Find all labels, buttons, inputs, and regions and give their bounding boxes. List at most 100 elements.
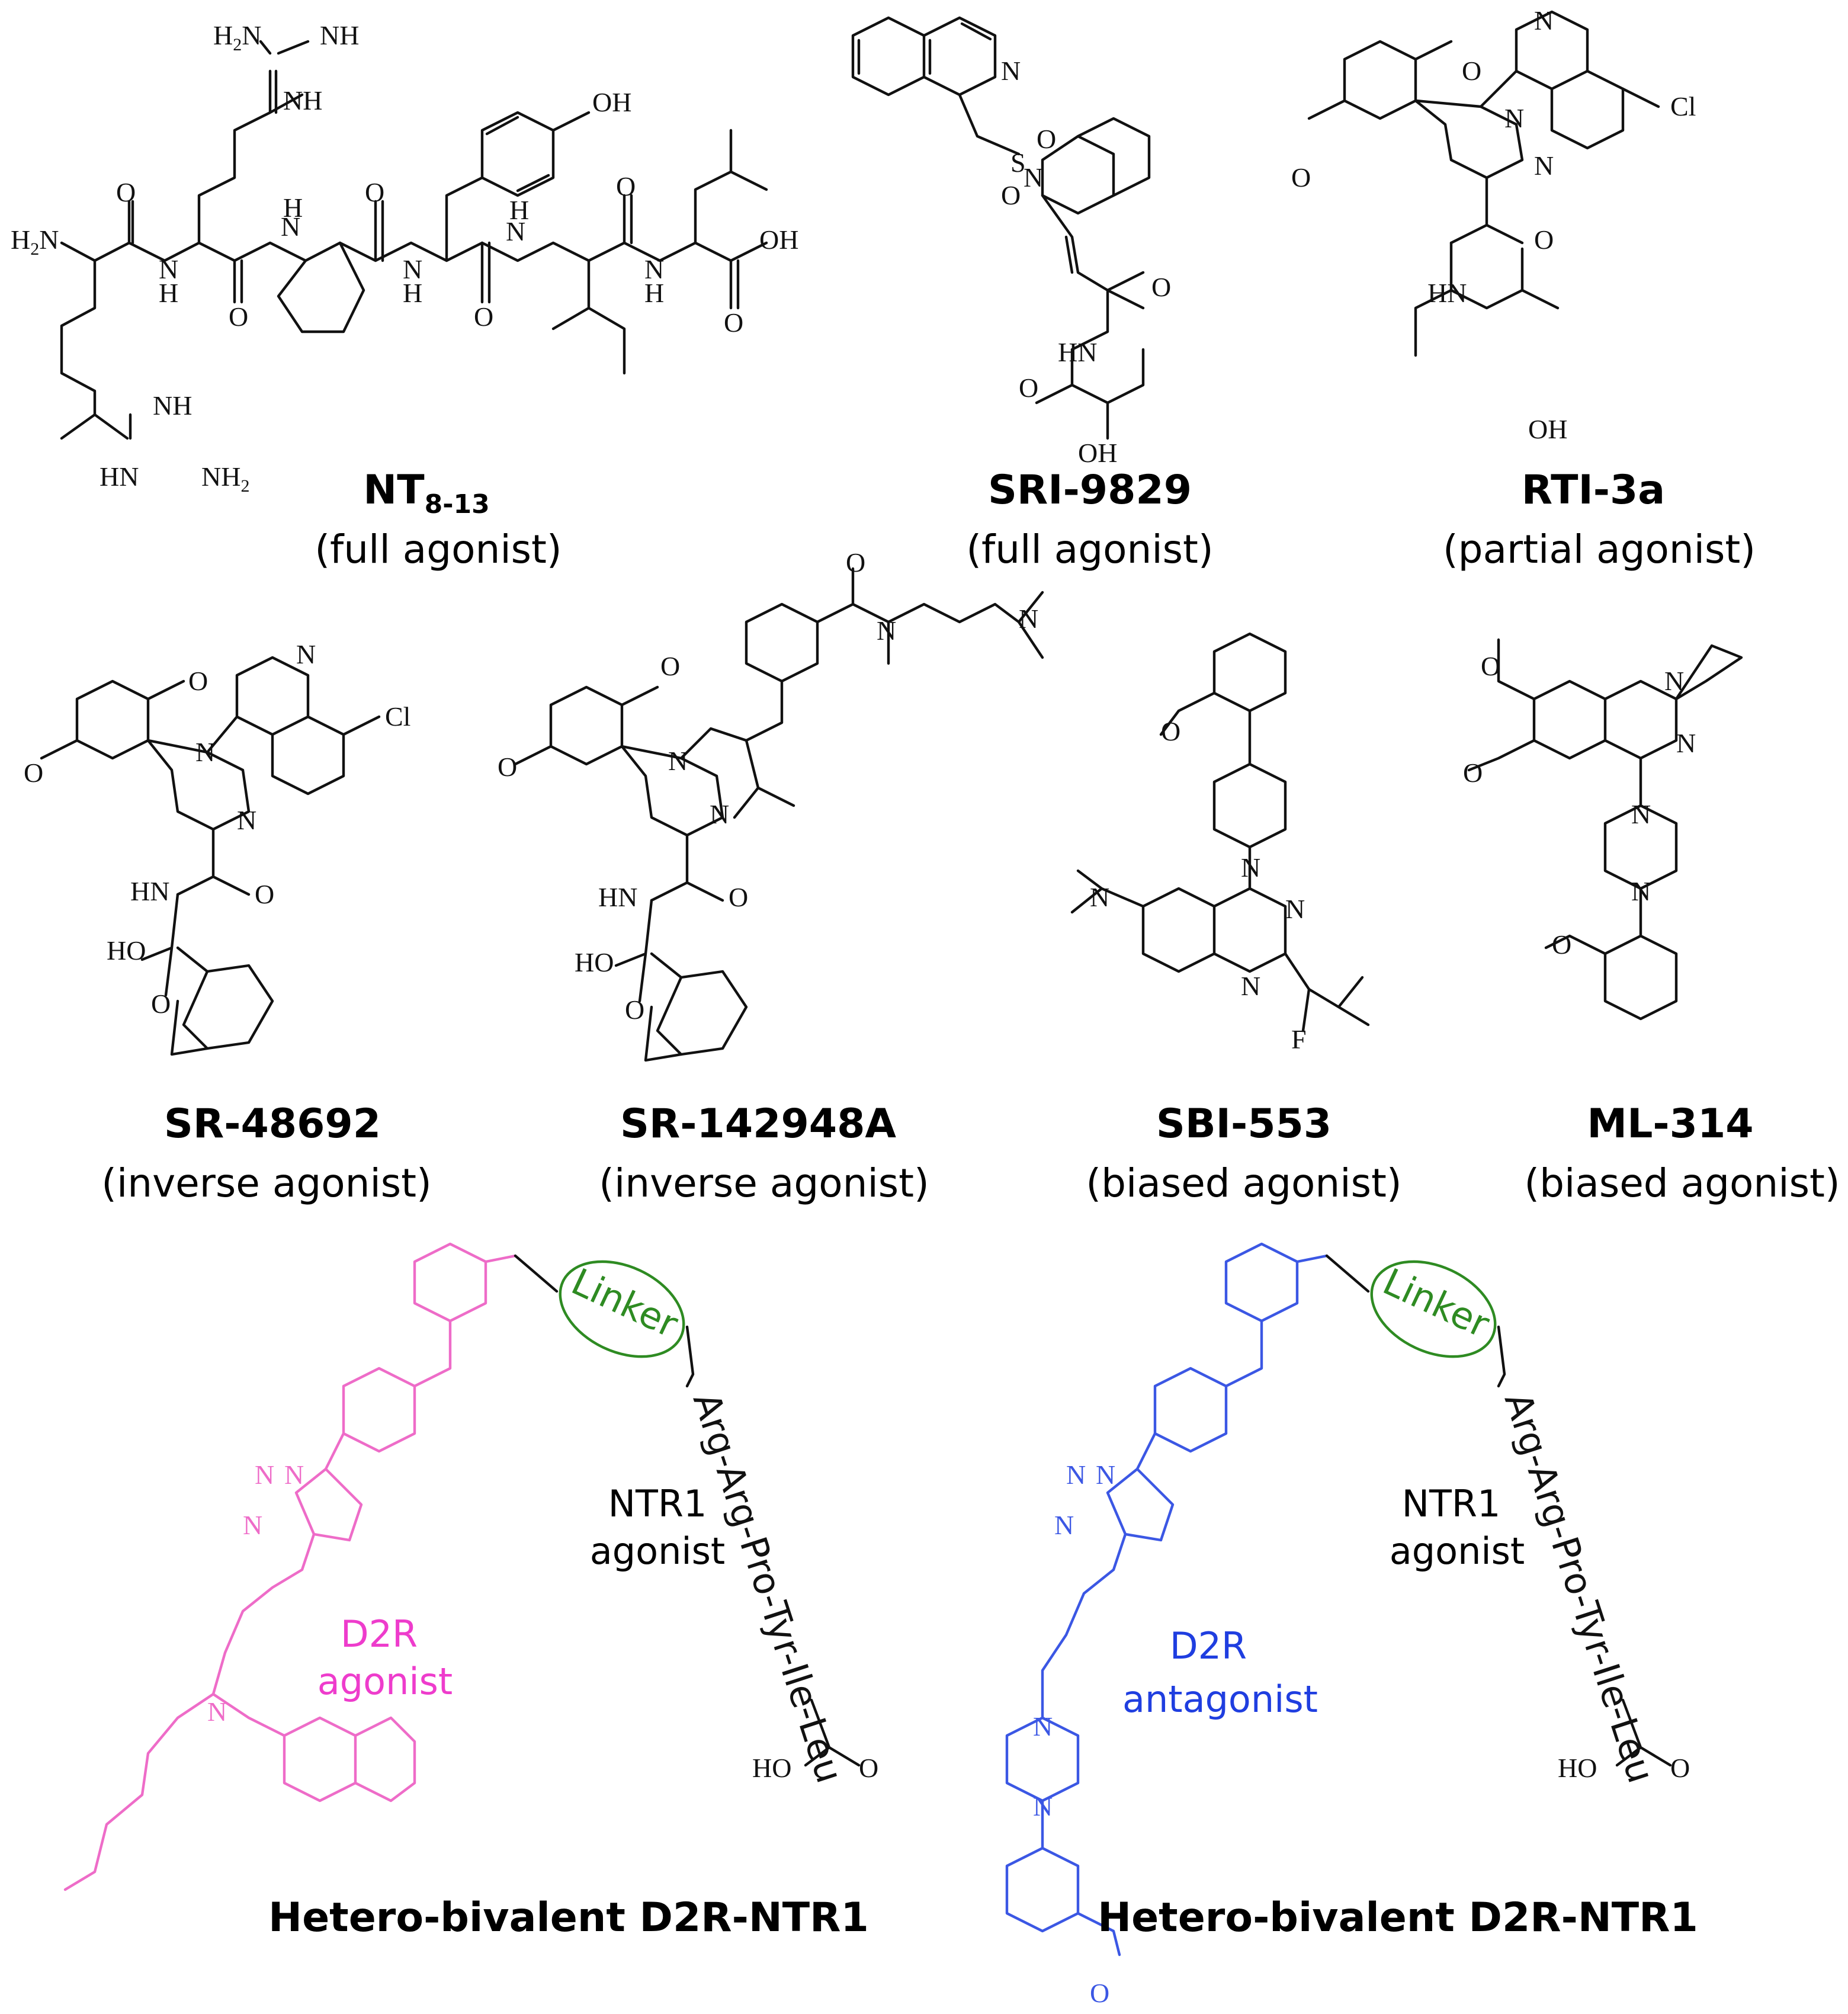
svg-text:O: O	[846, 547, 865, 578]
svg-text:Cl: Cl	[1670, 91, 1696, 121]
bivalent-title: Hetero-bivalent D2R-NTR1	[268, 1894, 869, 1941]
linker-ellipse-2: Linker	[1370, 1260, 1497, 1358]
peptide-sequence: Arg-Arg-Pro-Tyr-Ile-Leu	[685, 1387, 852, 1788]
svg-text:N: N	[1676, 728, 1696, 758]
svg-text:O: O	[1161, 716, 1180, 746]
svg-text:H: H	[509, 195, 529, 225]
ntr1-label: NTR1	[608, 1482, 707, 1525]
structure-sr-142948a: O N N N N O O O HN HO O	[498, 547, 1044, 1062]
svg-text:H: H	[644, 278, 664, 308]
svg-text:N: N	[207, 1696, 227, 1727]
svg-text:N: N	[644, 254, 664, 284]
svg-text:O: O	[1151, 272, 1171, 302]
svg-text:OH: OH	[759, 225, 798, 255]
svg-text:N: N	[1664, 666, 1684, 696]
svg-text:O: O	[365, 177, 384, 207]
svg-text:N: N	[1534, 5, 1554, 36]
acid-o: O	[859, 1753, 878, 1783]
svg-text:H: H	[283, 193, 303, 223]
svg-text:O: O	[724, 307, 743, 338]
svg-text:NH: NH	[283, 85, 322, 116]
svg-text:N: N	[506, 216, 525, 246]
svg-text:N: N	[1024, 162, 1043, 193]
compound-role: (full agonist)	[966, 527, 1213, 572]
svg-text:H2N: H2N	[213, 20, 261, 54]
svg-text:N: N	[403, 254, 422, 284]
svg-text:NH: NH	[153, 390, 192, 421]
acid-ho: HO	[1558, 1753, 1597, 1783]
structure-nt-8-13: H2N O N H O N H O N H O OH N H O N H OH …	[11, 20, 798, 496]
svg-text:N: N	[1241, 971, 1260, 1001]
compound-role: (inverse agonist)	[599, 1160, 929, 1206]
compound-role: (full agonist)	[315, 527, 562, 572]
svg-text:O: O	[498, 752, 517, 782]
svg-text:S: S	[1010, 147, 1026, 178]
compound-role: (inverse agonist)	[101, 1160, 432, 1206]
svg-text:N: N	[1033, 1791, 1053, 1821]
svg-text:HN: HN	[598, 882, 637, 912]
svg-text:N: N	[281, 211, 300, 242]
acid-ho: HO	[752, 1753, 791, 1783]
compound-name: NT8-13	[363, 467, 489, 519]
svg-text:O: O	[1552, 929, 1571, 960]
svg-text:N: N	[1504, 103, 1524, 133]
svg-text:N: N	[877, 615, 896, 646]
svg-text:HN: HN	[100, 461, 139, 492]
compound-name: SR-48692	[164, 1101, 381, 1147]
svg-text:O: O	[1462, 56, 1481, 86]
svg-text:O: O	[255, 879, 274, 909]
d2r-sub-label: agonist	[317, 1660, 453, 1703]
svg-text:O: O	[660, 651, 680, 681]
svg-text:O: O	[1019, 373, 1038, 403]
svg-text:HN: HN	[1058, 337, 1097, 367]
svg-text:HN: HN	[130, 876, 169, 906]
compound-name: ML-314	[1587, 1101, 1753, 1147]
ntr1-sub-label: agonist	[590, 1529, 725, 1573]
svg-text:O: O	[1001, 180, 1021, 210]
svg-text:OH: OH	[1528, 414, 1567, 444]
svg-text:O: O	[116, 177, 136, 207]
svg-text:Cl: Cl	[385, 701, 410, 732]
svg-text:N: N	[1090, 882, 1109, 912]
svg-text:O: O	[474, 302, 493, 332]
d2r-label: D2R	[341, 1612, 418, 1656]
svg-text:N: N	[296, 639, 316, 669]
structure-sr-48692: O O N Cl N N O HN HO O	[24, 639, 410, 1056]
d2r-agonist-structure: N N N N	[63, 1242, 517, 1891]
svg-text:N: N	[1241, 852, 1260, 883]
svg-text:O: O	[229, 302, 248, 332]
svg-text:N: N	[243, 1510, 262, 1540]
svg-text:N: N	[1033, 1711, 1053, 1742]
svg-text:O: O	[24, 758, 43, 788]
svg-text:N: N	[1631, 876, 1651, 906]
ntr1-sub-label: agonist	[1390, 1529, 1525, 1573]
svg-text:O: O	[151, 989, 171, 1019]
svg-text:N: N	[1019, 604, 1038, 634]
compound-name: RTI-3a	[1522, 467, 1665, 514]
svg-text:N: N	[1054, 1510, 1074, 1540]
svg-text:N: N	[159, 254, 178, 284]
compound-role: (partial agonist)	[1443, 527, 1756, 572]
peptide-sequence: Arg-Arg-Pro-Tyr-Ile-Leu	[1496, 1387, 1663, 1788]
svg-text:O: O	[1291, 162, 1311, 193]
svg-text:O: O	[1037, 124, 1056, 154]
svg-text:O: O	[188, 666, 208, 696]
svg-text:N: N	[668, 746, 688, 776]
svg-text:N: N	[1285, 894, 1305, 924]
compound-role: (biased agonist)	[1086, 1160, 1401, 1206]
structure-sri-9829: N S O O N O HN O OH	[851, 16, 1171, 468]
d2r-sub-label: antagonist	[1122, 1678, 1318, 1721]
svg-text:N: N	[710, 799, 729, 829]
linker-ellipse-1: Linker	[559, 1260, 685, 1358]
svg-text:O: O	[1090, 1978, 1109, 2008]
structure-sbi-553: O N N N N F	[1070, 632, 1370, 1054]
bivalent-title: Hetero-bivalent D2R-NTR1	[1098, 1894, 1698, 1941]
acid-o: O	[1670, 1753, 1690, 1783]
svg-text:H: H	[159, 278, 178, 308]
svg-text:H: H	[403, 278, 422, 308]
svg-text:N: N	[255, 1460, 274, 1490]
svg-text:O: O	[616, 171, 636, 201]
svg-text:N: N	[237, 805, 256, 835]
d2r-antagonist-structure: N N N N N O	[1005, 1242, 1329, 2008]
